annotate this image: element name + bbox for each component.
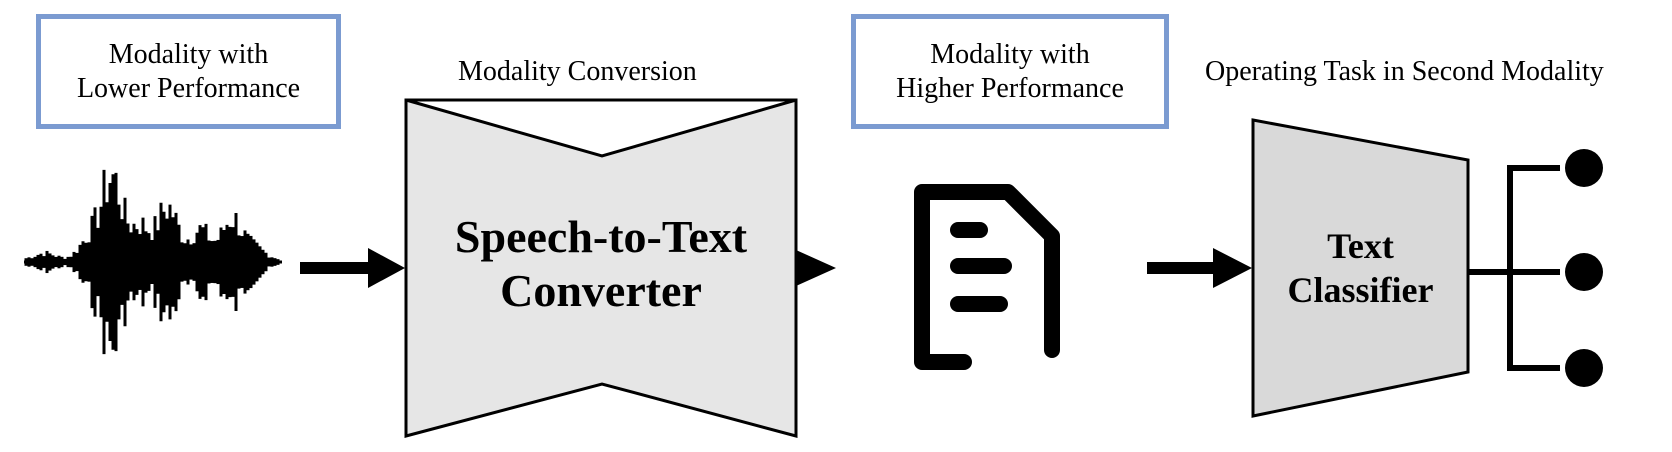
input-modality-box: Modality with Lower Performance — [36, 14, 341, 129]
input-modality-line2: Lower Performance — [76, 72, 301, 104]
output-node-3 — [1565, 349, 1603, 387]
arrow-to-document — [796, 250, 836, 286]
output-modality-line2: Higher Performance — [896, 72, 1124, 104]
converter-label: Speech-to-Text Converter — [406, 210, 796, 318]
conversion-caption: Modality Conversion — [458, 56, 697, 87]
input-modality-line1: Modality with — [108, 38, 269, 70]
classifier-label-line1: Text — [1327, 226, 1394, 266]
classifier-label-line2: Classifier — [1287, 270, 1434, 310]
task-caption: Operating Task in Second Modality — [1205, 56, 1604, 87]
classifier-shape — [1251, 118, 1470, 418]
output-modality-box: Modality with Higher Performance — [851, 14, 1169, 129]
converter-label-line2: Converter — [500, 265, 702, 316]
converter-shape-top-notch — [405, 98, 797, 158]
output-modality-line1: Modality with — [930, 38, 1090, 70]
output-node-2 — [1565, 253, 1603, 291]
waveform-icon — [24, 169, 282, 355]
document-icon — [914, 184, 1060, 370]
arrow-to-converter — [300, 248, 405, 288]
classifier-label: Text Classifier — [1253, 224, 1468, 312]
classifier-outputs — [1468, 165, 1560, 371]
arrow-to-classifier — [1147, 248, 1252, 288]
output-node-1 — [1565, 149, 1603, 187]
converter-label-line1: Speech-to-Text — [454, 211, 748, 262]
